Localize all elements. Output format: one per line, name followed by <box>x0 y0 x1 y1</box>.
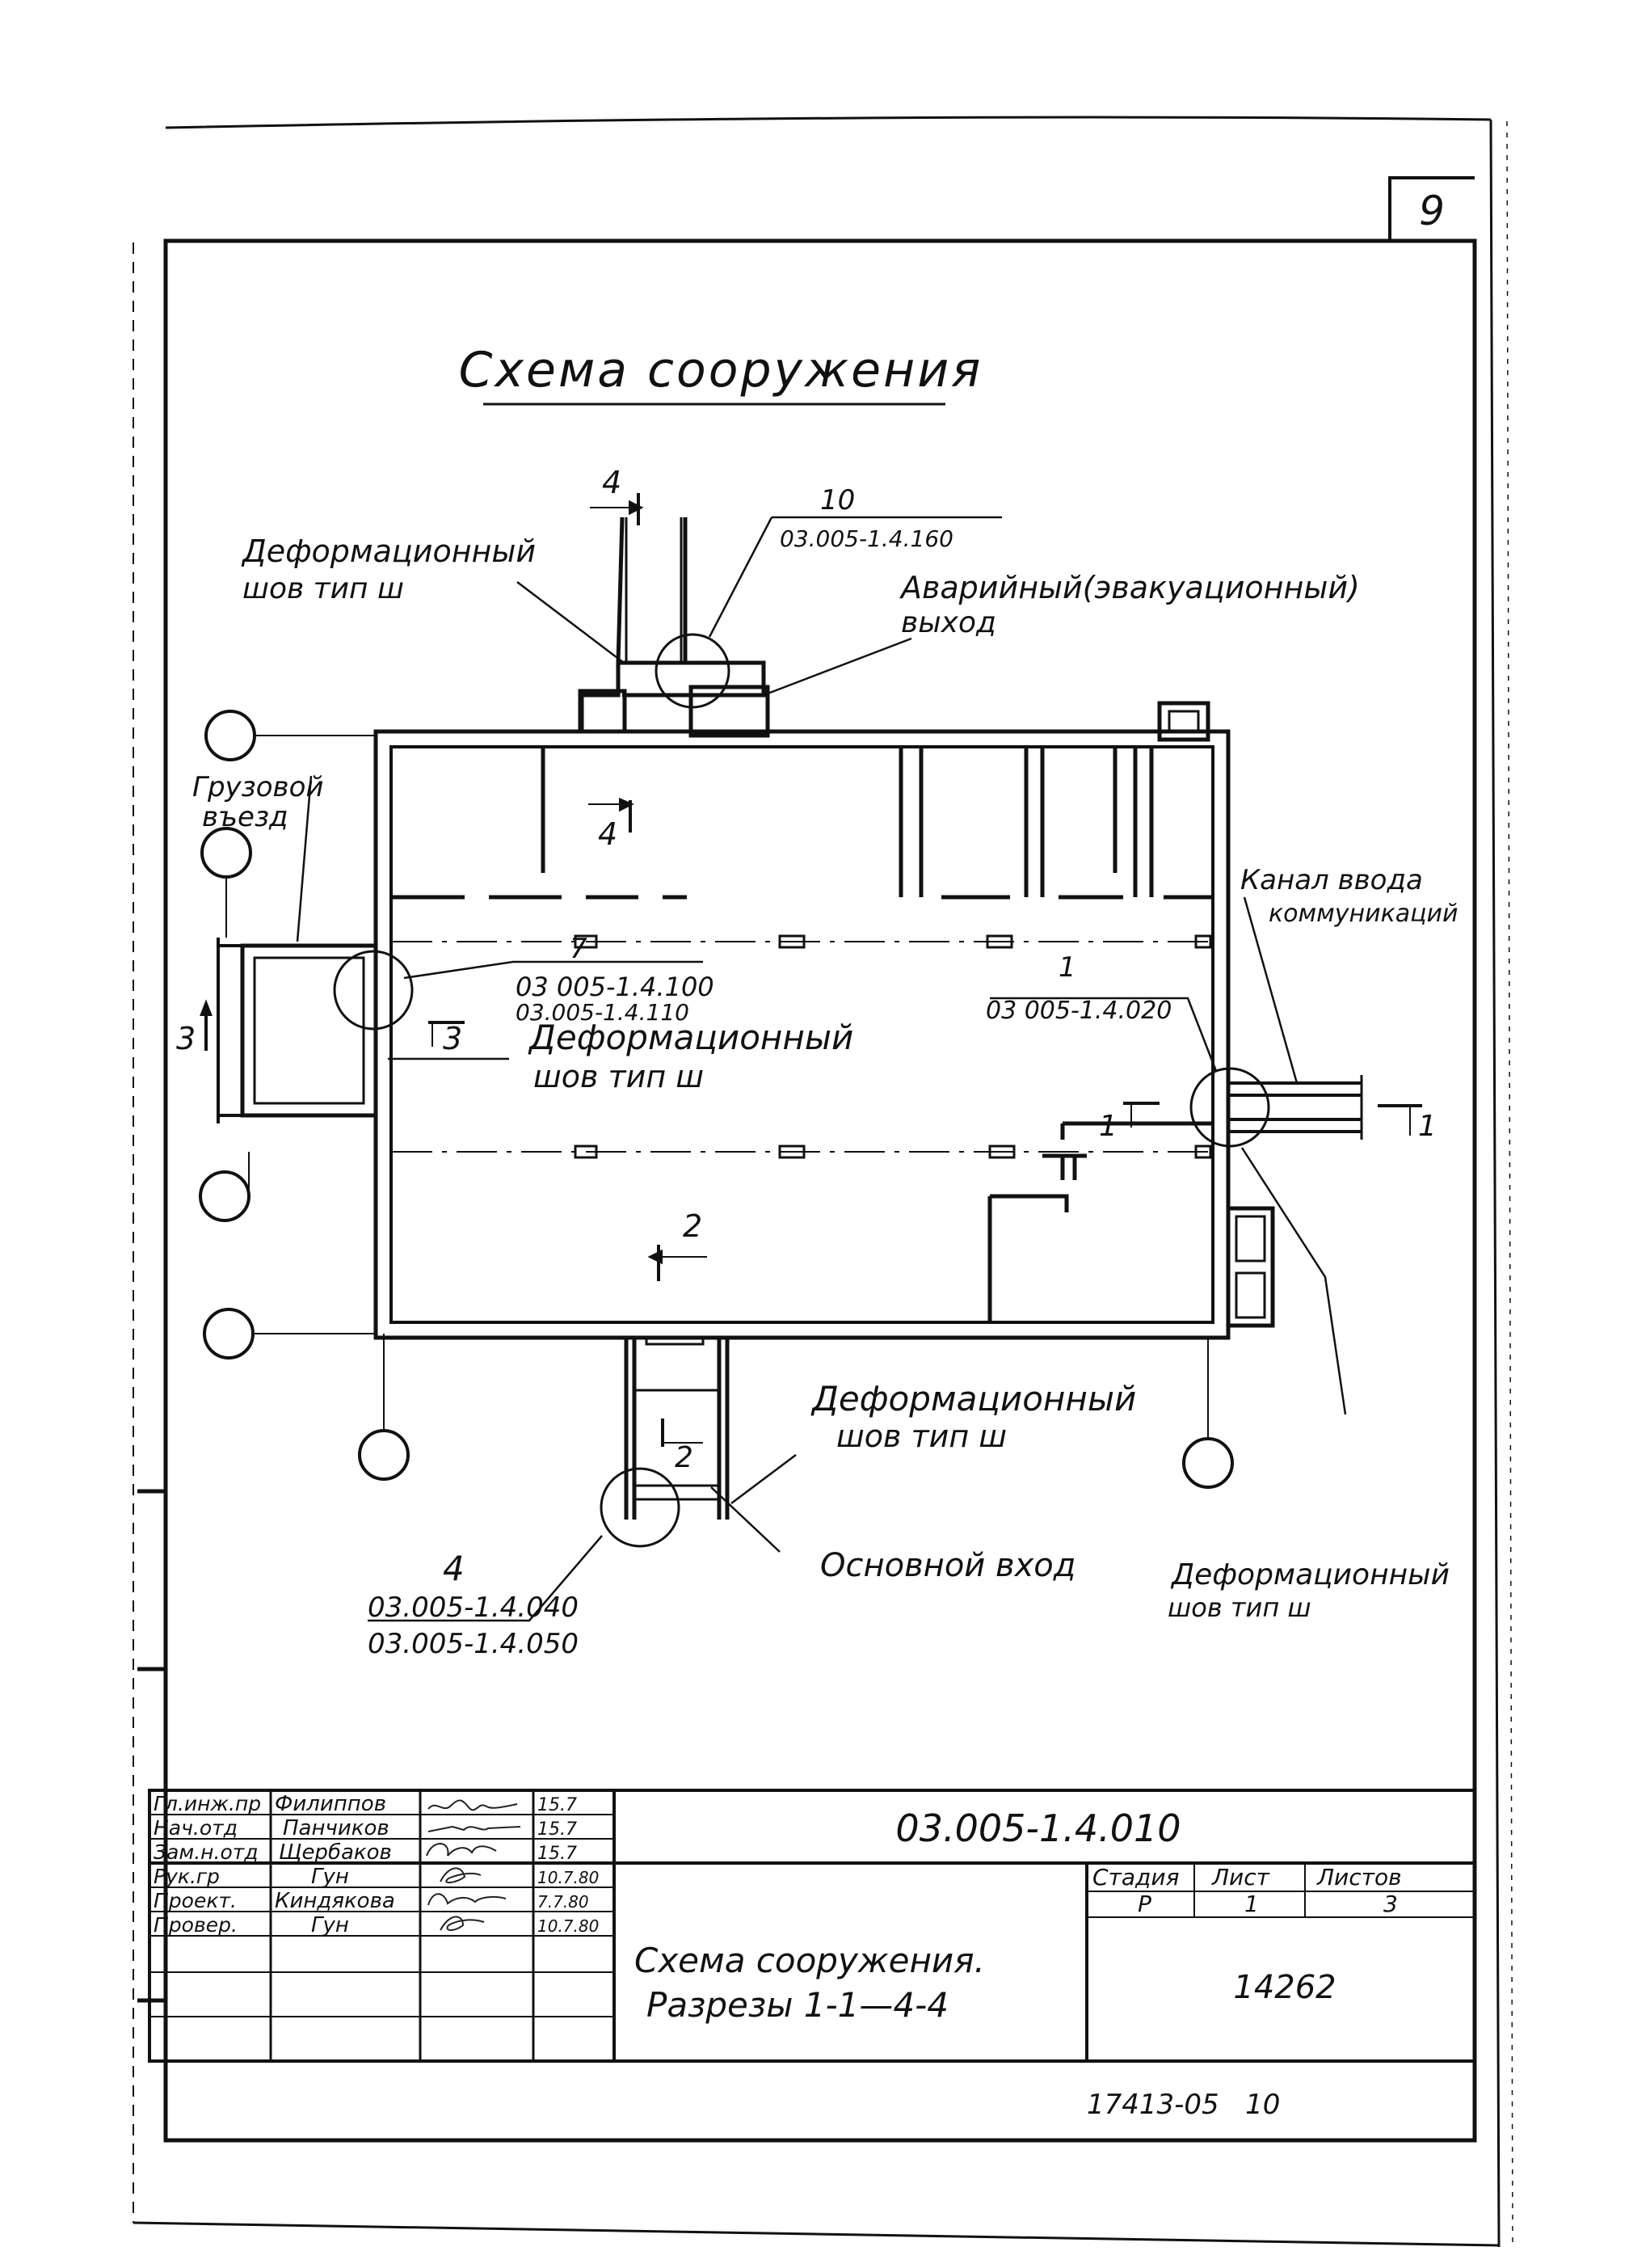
leader-lines <box>296 516 1347 1622</box>
axis-bubbles <box>199 710 1234 1489</box>
deform-joint-2-bottom-line2: шов тип ш <box>836 1419 1007 1454</box>
tb-date-1: 15.7 <box>537 1795 577 1815</box>
sheet-frame <box>133 116 1513 2248</box>
sheets-header: Листов <box>1316 1864 1402 1891</box>
axis-leaders <box>225 735 1209 1439</box>
callout-10-ref: 03.005-1.4.160 <box>780 525 953 552</box>
tb-role-4: Рук.гр <box>154 1865 220 1888</box>
callout-1-ref: 03 005-1.4.020 <box>986 997 1172 1025</box>
tb-name-6: Гун <box>311 1913 349 1937</box>
tb-date-2: 15.7 <box>537 1819 577 1840</box>
deform-joint-3-line1: Деформационный <box>241 533 536 569</box>
cargo-entry-line1: Грузовой <box>192 771 323 803</box>
emergency-exit-line1: Аварийный(эвакуационный) <box>899 570 1360 605</box>
footer-note: 17413-05 10 <box>1087 2089 1280 2121</box>
sheet-header: Лист <box>1211 1864 1270 1891</box>
emergency-exit-line2: выход <box>901 606 996 639</box>
title-block-rows: Гл.инж.пр Филиппов 15.7 Нач.отд Панчиков… <box>154 1792 599 1937</box>
utility-channel-line2: коммуникаций <box>1269 900 1459 928</box>
description-line-1: Схема сооружения. <box>634 1941 985 1980</box>
section-markers <box>200 493 1422 1447</box>
deform-joint-2-right-line1: Деформационный <box>1170 1558 1450 1591</box>
deform-joint-2-right-line2: шов тип ш <box>1168 1592 1311 1623</box>
signatures <box>426 1799 521 1931</box>
tb-role-1: Гл.инж.пр <box>154 1792 261 1815</box>
section-3-left-label: 3 <box>176 1021 196 1056</box>
tb-date-4: 10.7.80 <box>537 1868 599 1887</box>
annotations: 4 10 03.005-1.4.160 Деформационный шов т… <box>176 465 1459 1660</box>
callout-1-number: 1 <box>1059 951 1076 984</box>
section-4-top-label: 4 <box>602 465 621 500</box>
section-2-inner-label: 2 <box>683 1208 702 1244</box>
title-block <box>148 1789 1476 2063</box>
callout-4-ref-2: 03.005-1.4.050 <box>368 1628 579 1660</box>
tb-name-2: Панчиков <box>283 1816 389 1840</box>
tb-date-3: 15.7 <box>537 1844 577 1864</box>
section-2-bottom-label: 2 <box>675 1441 693 1474</box>
stage-value: Р <box>1138 1891 1151 1917</box>
tb-role-2: Нач.отд <box>154 1816 238 1840</box>
deform-joint-3-line2: шов тип ш <box>242 572 404 605</box>
section-1-inner-label: 1 <box>1099 1110 1118 1143</box>
main-entrance-label: Основной вход <box>820 1547 1075 1584</box>
utility-channel-line1: Канал ввода <box>1240 864 1423 896</box>
archive-number: 14262 <box>1233 1969 1336 2006</box>
cargo-entry-line2: въезд <box>202 801 288 833</box>
description-line-2: Разрезы 1-1—4-4 <box>646 1985 949 2025</box>
section-3-inner-label: 3 <box>443 1021 462 1056</box>
section-1-right-label: 1 <box>1418 1110 1437 1143</box>
document-code: 03.005-1.4.010 <box>895 1806 1181 1850</box>
sheet-number: 9 <box>1419 188 1445 234</box>
callout-4-number: 4 <box>443 1549 465 1588</box>
tb-name-5: Киндякова <box>275 1889 395 1913</box>
edge-ticks <box>137 1489 166 2003</box>
tb-date-6: 10.7.80 <box>537 1916 599 1936</box>
tb-role-3: Зам.н.отд <box>154 1840 259 1864</box>
callout-7-ref-2: 03.005-1.4.110 <box>516 999 689 1026</box>
deform-joint-2-bottom-line1: Деформационный <box>810 1379 1136 1419</box>
tb-name-1: Филиппов <box>275 1792 386 1816</box>
callout-7-number: 7 <box>570 933 587 965</box>
tb-date-5: 7.7.80 <box>537 1892 589 1912</box>
tb-role-5: Проект. <box>154 1889 237 1912</box>
deform-joint-2-mid-line1: Деформационный <box>528 1018 853 1057</box>
callout-4-ref-1: 03.005-1.4.040 <box>368 1591 579 1624</box>
sheets-value: 3 <box>1383 1891 1398 1917</box>
detail-circles <box>333 633 1270 1548</box>
sheet-value: 1 <box>1244 1891 1259 1917</box>
deform-joint-2-mid-line2: шов тип ш <box>533 1059 704 1094</box>
stage-header: Стадия <box>1092 1864 1179 1891</box>
floor-plan <box>217 516 1363 1520</box>
callout-10-number: 10 <box>820 484 855 516</box>
section-4-inner-label: 4 <box>598 816 617 852</box>
callout-7-ref-1: 03 005-1.4.100 <box>516 972 714 1002</box>
drawing-title: Схема сооружения <box>459 342 983 398</box>
tb-role-6: Провер. <box>154 1913 238 1937</box>
tb-name-3: Щербаков <box>279 1840 392 1865</box>
tb-name-4: Гун <box>311 1865 349 1889</box>
